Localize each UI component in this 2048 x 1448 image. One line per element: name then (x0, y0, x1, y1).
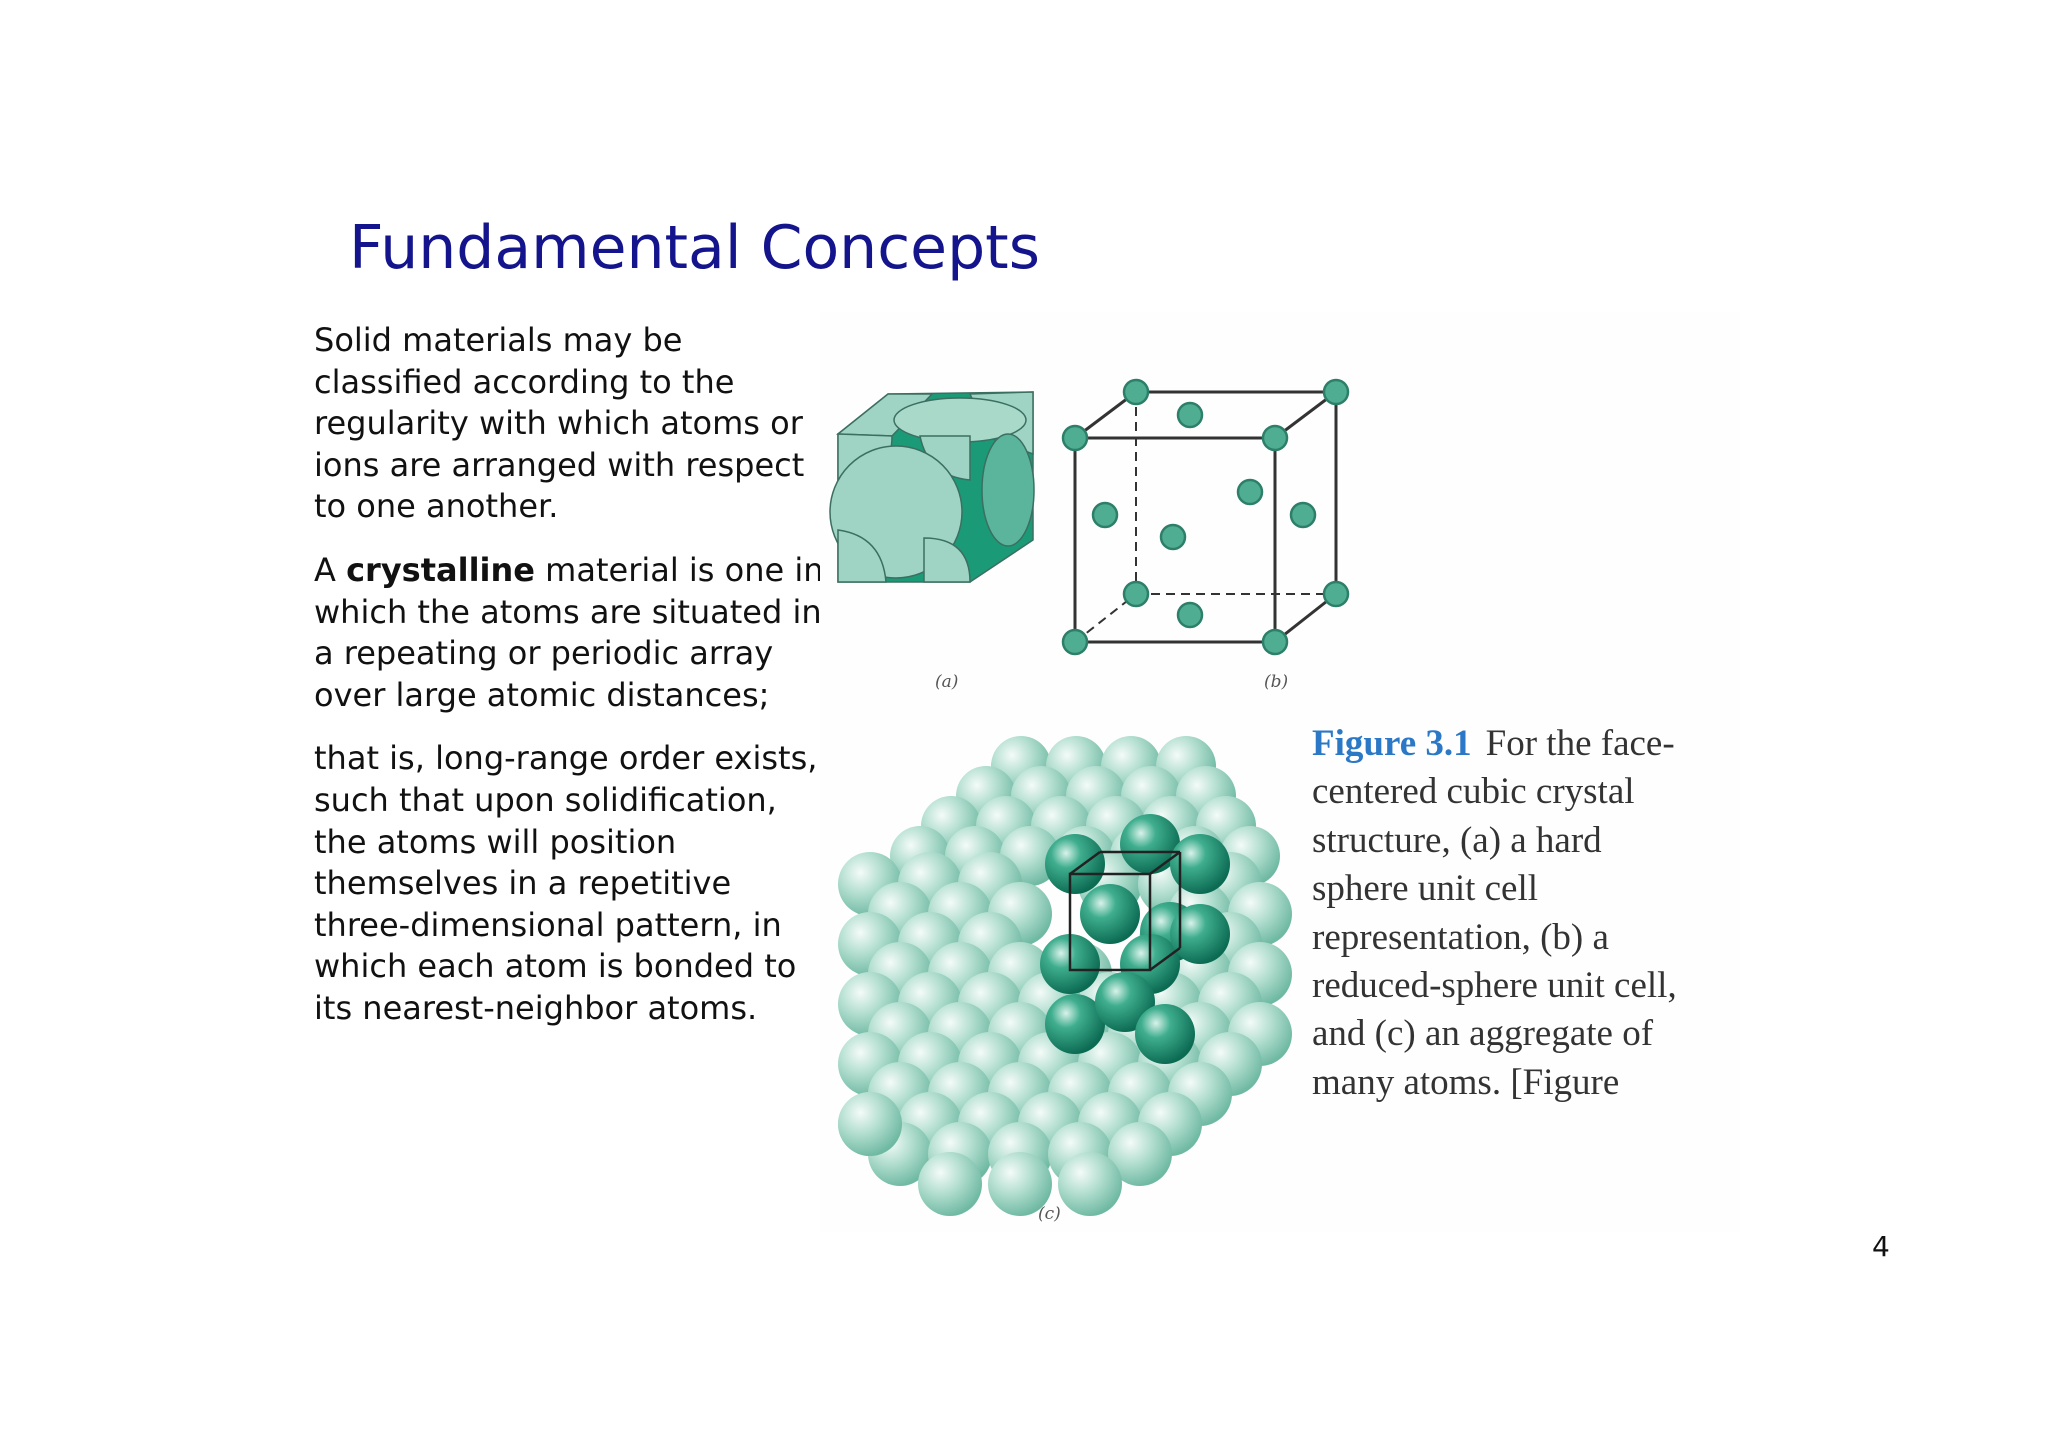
figure-label-a: (a) (935, 672, 959, 692)
figure-panel: (a) (b) (c) (820, 312, 1740, 1232)
figure-caption-label: Figure 3.1 (1312, 723, 1472, 764)
paragraph-1: Solid materials may be classified accord… (314, 321, 805, 526)
body-text: Solid materials may be classified accord… (314, 320, 824, 1052)
page-number: 4 (1872, 1230, 1890, 1263)
paragraph-2-prefix: A (314, 550, 347, 589)
paragraph-2-suffix: material is one in which the atoms are s… (314, 550, 824, 714)
figure-label-b: (b) (1264, 672, 1289, 692)
atom-positions-b (1061, 378, 1350, 656)
crystalline-term: crystalline (346, 550, 535, 589)
figure-label-c: (c) (1038, 1204, 1061, 1224)
figure-caption-text: For the face- centered cubic crystal str… (1312, 723, 1677, 1103)
hard-sphere-unit-cell-a (829, 391, 1035, 583)
paragraph-3: that is, long-range order exists, such t… (314, 739, 818, 1027)
paragraph-2: A crystalline material is one in which t… (314, 550, 824, 716)
atom-aggregate-c (838, 736, 1292, 1216)
figure-illustration (829, 378, 1350, 1216)
slide-title: Fundamental Concepts (349, 213, 1040, 283)
